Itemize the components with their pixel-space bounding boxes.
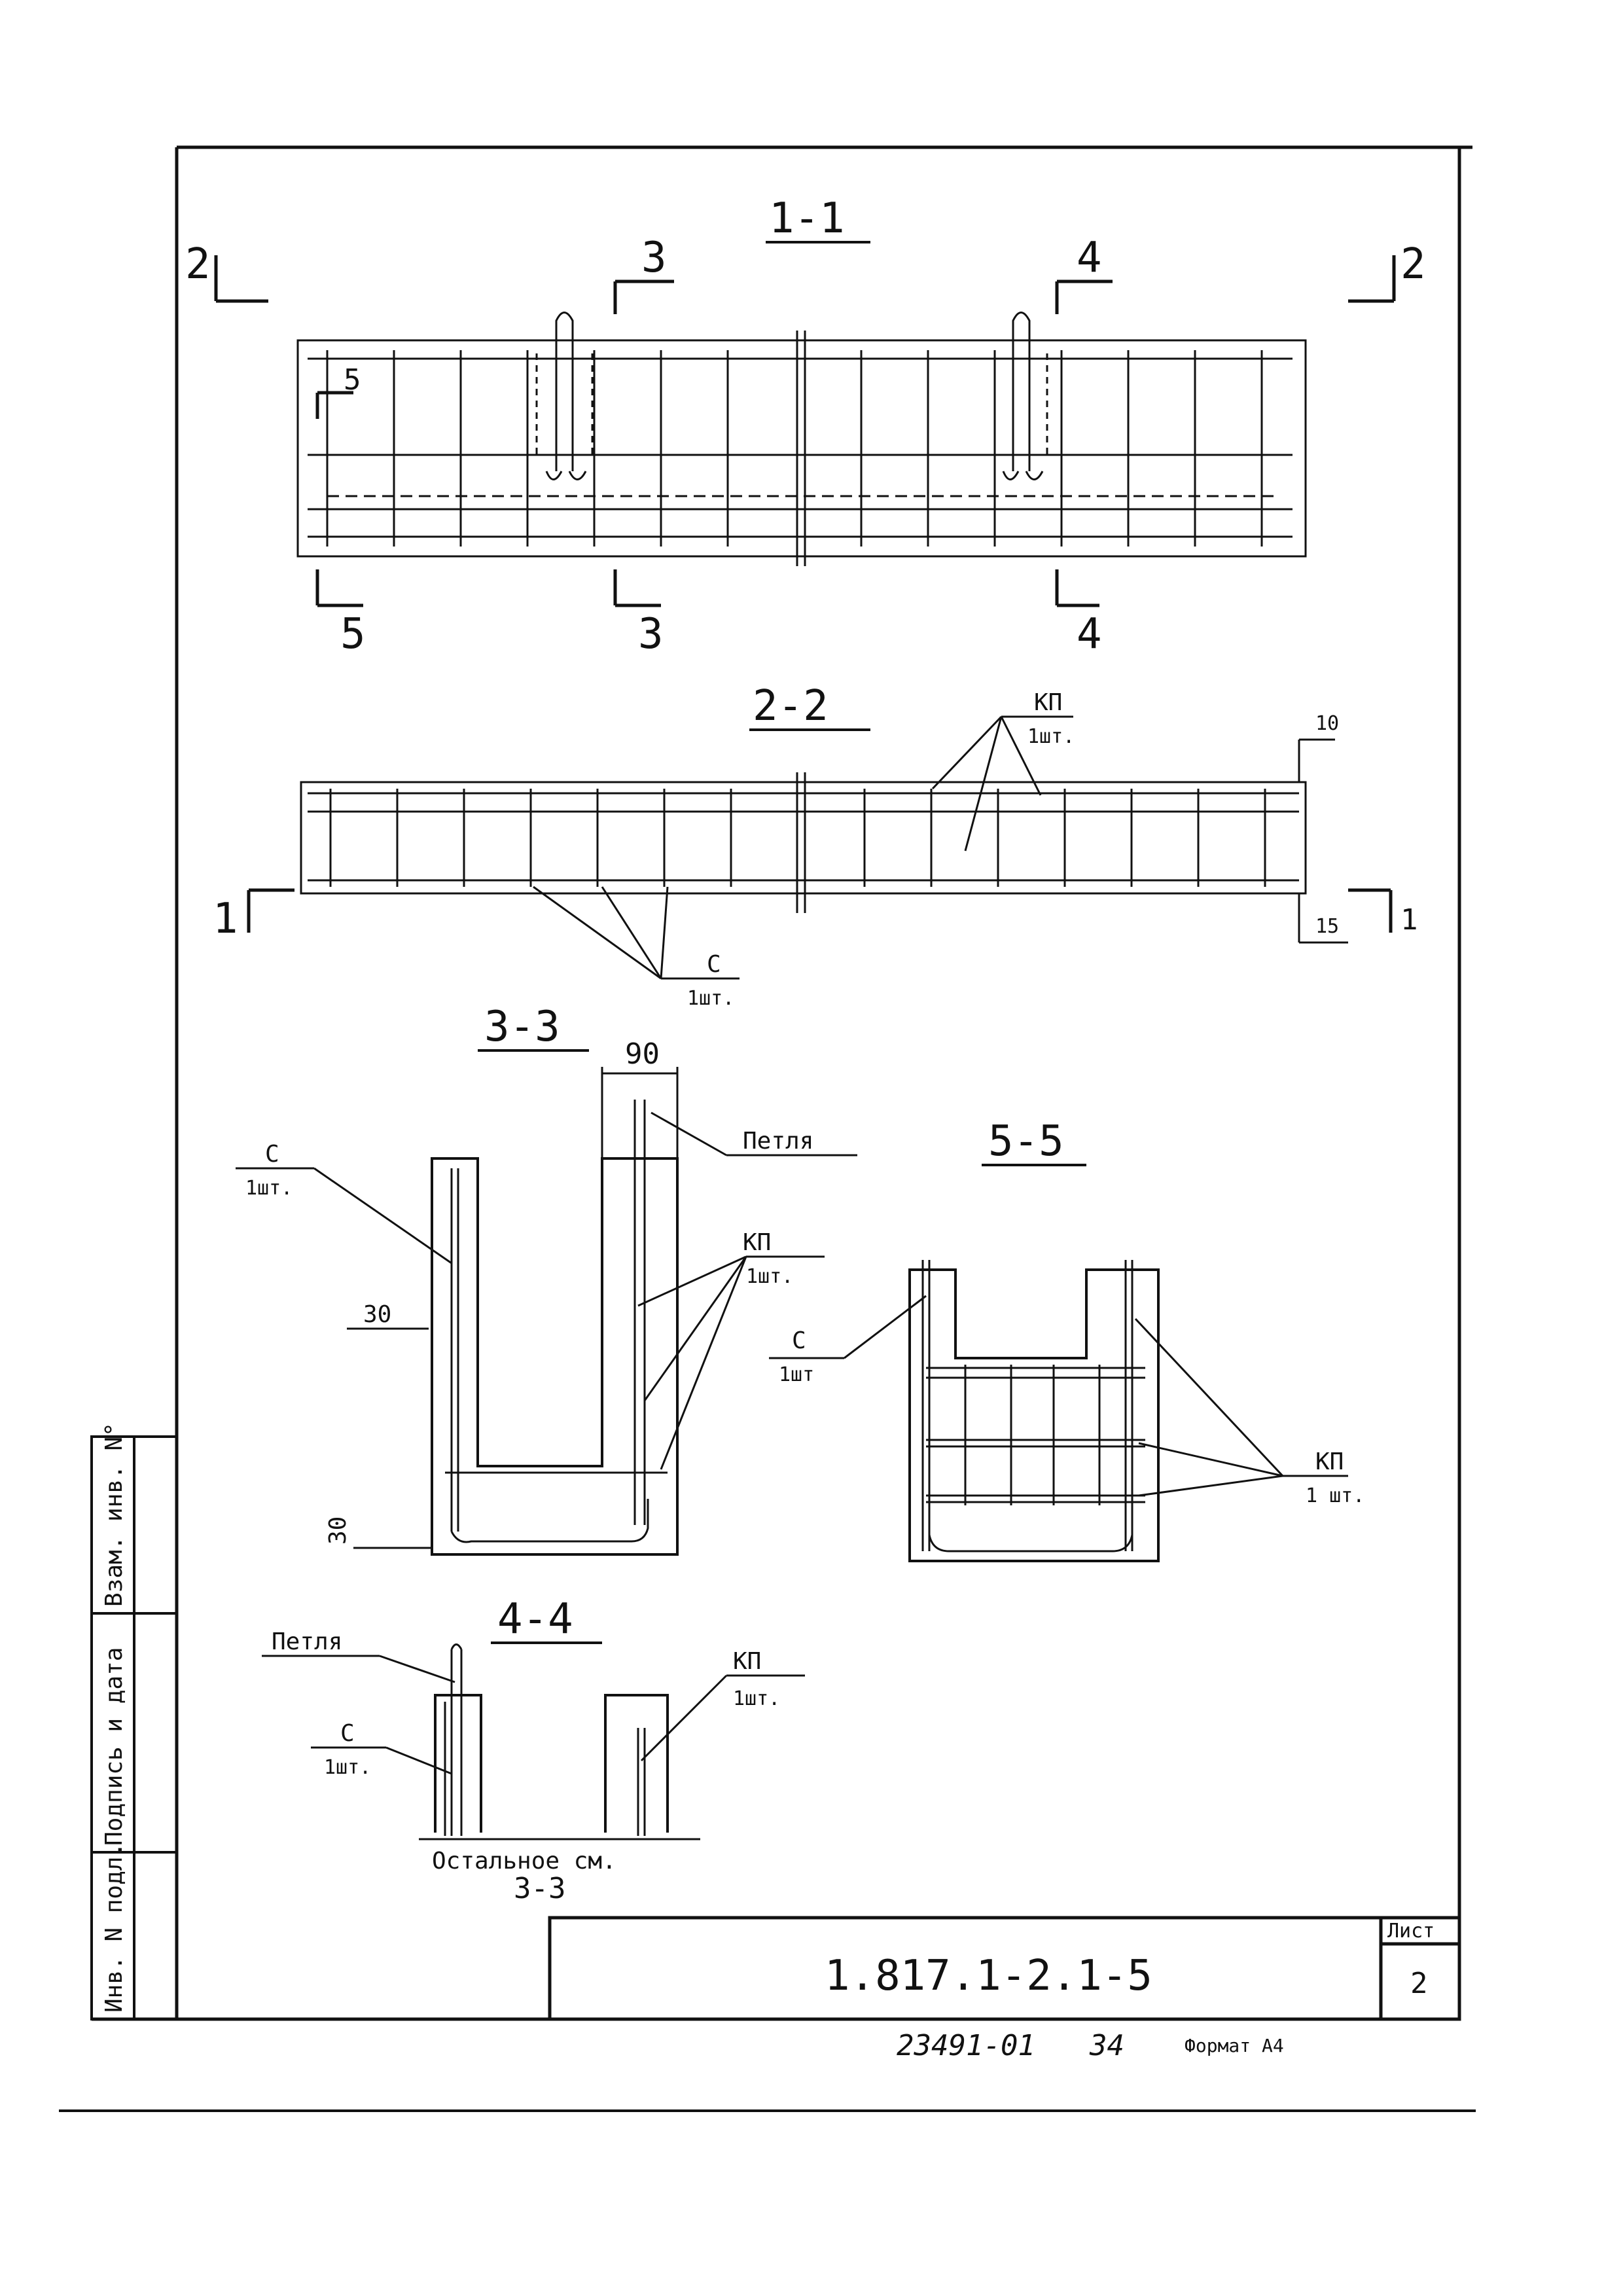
cut-mark-1-right: 1: [1400, 903, 1418, 937]
cut-mark-3-top: 3: [641, 234, 667, 282]
section-4-4-loop-label: Петля: [272, 1628, 342, 1655]
section-4-4-note-ref: 3-3: [514, 1872, 565, 1905]
sheet-label: Лист: [1387, 1920, 1435, 1943]
section-2-2-c-label: С: [707, 951, 721, 978]
section-3-3-dim-side: 30: [363, 1301, 391, 1328]
section-5-5-kp-count: 1 шт.: [1306, 1484, 1364, 1507]
title-block: [548, 1916, 1461, 2021]
section-5-5-kp-label: КП: [1315, 1448, 1344, 1475]
section-3-3-outline: [347, 1067, 679, 1556]
sheet-number: 2: [1410, 1967, 1428, 2000]
section-2-2-leaders: [247, 715, 1393, 980]
section-5-5-c-label: С: [792, 1327, 806, 1354]
section-3-3-loop-label: Петля: [743, 1128, 813, 1155]
cut-mark-4-top: 4: [1077, 234, 1102, 282]
section-5-5-title: 5-5: [988, 1117, 1064, 1166]
section-4-4-c-label: С: [340, 1720, 355, 1747]
section-1-1-stirrups: [326, 350, 1263, 547]
cut-mark-2-left: 2: [185, 240, 211, 289]
format-label: Формат А4: [1185, 2035, 1284, 2056]
section-4-4-kp-count: 1шт.: [733, 1687, 780, 1710]
cut-mark-5-top: 5: [344, 363, 361, 397]
section-1-1-break: [796, 331, 806, 566]
section-2-2-dim-bottom: 15: [1315, 915, 1339, 938]
section-1-1-loops: [535, 312, 1048, 480]
section-5-5-c-count: 1шт: [779, 1363, 814, 1386]
cut-mark-1-left: 1: [213, 895, 238, 943]
section-4-4-note: Остальное см.: [432, 1848, 616, 1874]
section-2-2-kp-count: 1шт.: [1027, 725, 1075, 748]
side-stamp-col3: Взам. инв. N°: [101, 1422, 128, 1607]
section-2-2-title: 2-2: [753, 682, 829, 730]
cut-mark-5-bottom: 5: [340, 610, 366, 658]
section-2-2-stirrups: [329, 789, 1266, 887]
cut-mark-2-right: 2: [1400, 240, 1426, 289]
section-2-2-kp-label: КП: [1034, 689, 1062, 716]
side-stamp-col1: Инв. N подл.: [101, 1842, 128, 2013]
section-2-2-dim-top: 10: [1315, 712, 1339, 735]
section-1-1-outline: [296, 339, 1307, 558]
section-5-5-outline: [908, 1260, 1160, 1562]
section-3-3-kp-label: КП: [743, 1229, 771, 1256]
section-4-4-outline: [419, 1643, 700, 1840]
section-5-5-leaders: [769, 1295, 1348, 1497]
section-4-4-kp-label: КП: [733, 1648, 761, 1675]
section-2-2-outline: [300, 772, 1307, 913]
cut-mark-3-bottom: 3: [638, 610, 664, 658]
section-2-2-c-count: 1шт.: [687, 987, 734, 1010]
section-3-3-c-count: 1шт.: [245, 1177, 293, 1200]
archive-number: 23491-01: [897, 2029, 1035, 2062]
section-4-4-leaders: [262, 1655, 805, 1775]
drawing-code: 1.817.1-2.1-5: [825, 1952, 1152, 2000]
cut-mark-4-bottom: 4: [1077, 610, 1102, 658]
side-stamp: [90, 1435, 178, 2020]
section-1-1-cut-marks: [214, 255, 1396, 607]
section-1-1-title: 1-1: [769, 194, 845, 243]
section-3-3-kp-count: 1шт.: [746, 1265, 793, 1288]
section-4-4-c-count: 1шт.: [324, 1756, 371, 1779]
section-3-3-dim-bottom: 30: [325, 1516, 351, 1545]
section-3-3-leaders: [236, 1111, 857, 1470]
section-3-3-title: 3-3: [484, 1003, 560, 1051]
section-3-3-dim-width: 90: [625, 1037, 660, 1071]
copy-number: 34: [1089, 2029, 1124, 2062]
side-stamp-col2: Подпись и дата: [101, 1647, 128, 1846]
section-3-3-c-label: С: [265, 1141, 279, 1168]
section-4-4-title: 4-4: [497, 1595, 573, 1643]
